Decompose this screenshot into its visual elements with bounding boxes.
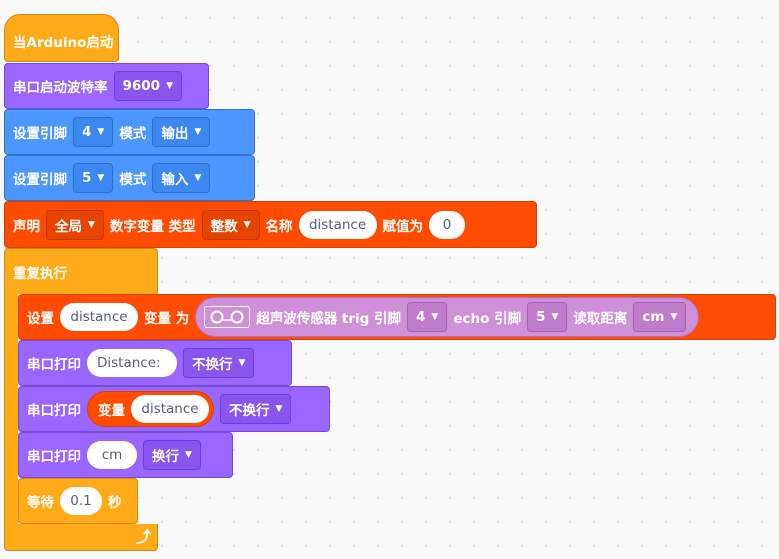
set-variable-input[interactable]: distance: [60, 303, 138, 331]
serial-begin-label: 串口启动波特率: [13, 80, 108, 96]
loop-arrow-icon: ⤴: [135, 528, 151, 546]
scope-value: 全局: [55, 218, 82, 235]
mode-value: 输出: [161, 126, 189, 142]
forever-block[interactable]: 重复执行 ⤴: [4, 248, 158, 551]
serial-print-block-2[interactable]: 串口打印 变量 distance 不换行 ▼: [18, 386, 330, 432]
declare-variable-block[interactable]: 声明 全局 ▼ 数字变量 类型 整数 ▼ 名称 distance 赋值为 0: [4, 201, 537, 248]
serial-print-label: 串口打印: [27, 357, 81, 373]
scope-dropdown[interactable]: 全局 ▼: [46, 209, 104, 240]
chevron-down-icon: ▼: [431, 312, 439, 322]
baud-value: 9600: [122, 78, 161, 94]
chevron-down-icon: ▼: [243, 219, 251, 230]
chevron-down-icon: ▼: [238, 358, 246, 368]
variable-name-field[interactable]: distance: [131, 395, 209, 423]
serial-print-block-1[interactable]: 串口打印 Distance: 不换行 ▼: [18, 340, 292, 386]
forever-label: 重复执行: [13, 265, 67, 282]
mode-dropdown[interactable]: 输出 ▼: [152, 117, 211, 147]
hat-label: 当Arduino启动: [13, 35, 114, 51]
chevron-down-icon: ▼: [551, 312, 559, 322]
seconds-label: 秒: [108, 495, 122, 511]
trig-pin-dropdown[interactable]: 4 ▼: [407, 302, 448, 332]
set-label: 设置: [27, 311, 54, 327]
type-value: 整数: [210, 218, 238, 235]
pin-mode-label: 设置引脚: [13, 172, 67, 188]
unit-value: cm: [642, 309, 665, 325]
pin-dropdown[interactable]: 5 ▼: [73, 163, 114, 193]
pin-dropdown[interactable]: 4 ▼: [73, 117, 114, 147]
mode-label: 模式: [119, 126, 147, 142]
wait-seconds-input[interactable]: 0.1: [60, 487, 102, 515]
initial-value-input[interactable]: 0: [429, 210, 466, 239]
print-text-input[interactable]: Distance:: [87, 349, 177, 377]
wait-block[interactable]: 等待 0.1 秒: [18, 478, 138, 524]
chevron-down-icon: ▼: [166, 81, 173, 91]
chevron-down-icon: ▼: [194, 127, 202, 137]
pin-mode-label: 设置引脚: [13, 126, 67, 142]
newline-value: 不换行: [229, 403, 270, 419]
read-distance-label: 读取距离: [573, 311, 628, 327]
type-label: 数字变量 类型: [109, 218, 196, 235]
serial-print-block-3[interactable]: 串口打印 cm 换行 ▼: [18, 432, 233, 478]
baud-rate-dropdown[interactable]: 9600 ▼: [113, 71, 182, 101]
ultrasonic-sensor-reporter[interactable]: 超声波传感器 trig 引脚 4 ▼ echo 引脚 5 ▼ 读取距离 cm ▼: [195, 297, 700, 337]
name-label: 名称: [265, 218, 293, 235]
when-arduino-starts-block[interactable]: 当Arduino启动: [4, 14, 119, 62]
init-label: 赋值为: [382, 218, 424, 235]
newline-dropdown[interactable]: 不换行 ▼: [220, 394, 292, 424]
mode-value: 输入: [161, 172, 189, 188]
mode-dropdown[interactable]: 输入 ▼: [152, 163, 211, 193]
chevron-down-icon: ▼: [88, 219, 95, 230]
pin-value: 5: [82, 170, 92, 186]
pin-value: 4: [82, 124, 92, 140]
sensor-trig-label: 超声波传感器 trig 引脚: [256, 311, 402, 327]
serial-print-label: 串口打印: [27, 449, 81, 465]
serial-begin-block[interactable]: 串口启动波特率 9600 ▼: [4, 63, 209, 109]
newline-value: 不换行: [192, 357, 233, 373]
chevron-down-icon: ▼: [185, 450, 192, 460]
newline-dropdown[interactable]: 不换行 ▼: [183, 348, 255, 378]
variable-name-input[interactable]: distance: [298, 210, 377, 239]
echo-pin-dropdown[interactable]: 5 ▼: [527, 302, 568, 332]
variable-label: 变量: [98, 403, 125, 419]
chevron-down-icon: ▼: [670, 312, 678, 322]
wait-label: 等待: [27, 495, 54, 511]
declare-label: 声明: [13, 218, 40, 235]
unit-dropdown[interactable]: cm ▼: [633, 302, 687, 332]
chevron-down-icon: ▼: [194, 173, 202, 183]
print-text-input[interactable]: cm: [87, 441, 137, 469]
set-variable-block[interactable]: 设置 distance 变量 为 超声波传感器 trig 引脚 4 ▼ echo…: [18, 294, 776, 340]
newline-value: 换行: [152, 449, 179, 465]
trig-pin-value: 4: [416, 309, 426, 325]
newline-dropdown[interactable]: 换行 ▼: [143, 440, 201, 470]
variable-reporter[interactable]: 变量 distance: [87, 391, 214, 427]
ultrasonic-sensor-icon: [204, 306, 251, 328]
type-dropdown[interactable]: 整数 ▼: [201, 209, 260, 240]
chevron-down-icon: ▼: [275, 404, 283, 414]
echo-pin-value: 5: [536, 309, 546, 325]
pin-mode-block-2[interactable]: 设置引脚 5 ▼ 模式 输入 ▼: [4, 155, 255, 201]
mode-label: 模式: [119, 172, 147, 188]
chevron-down-icon: ▼: [97, 127, 105, 137]
pin-mode-block-1[interactable]: 设置引脚 4 ▼ 模式 输出 ▼: [4, 109, 255, 155]
serial-print-label: 串口打印: [27, 403, 81, 419]
chevron-down-icon: ▼: [97, 173, 105, 183]
as-label: 变量 为: [144, 311, 190, 327]
echo-label: echo 引脚: [453, 311, 522, 327]
